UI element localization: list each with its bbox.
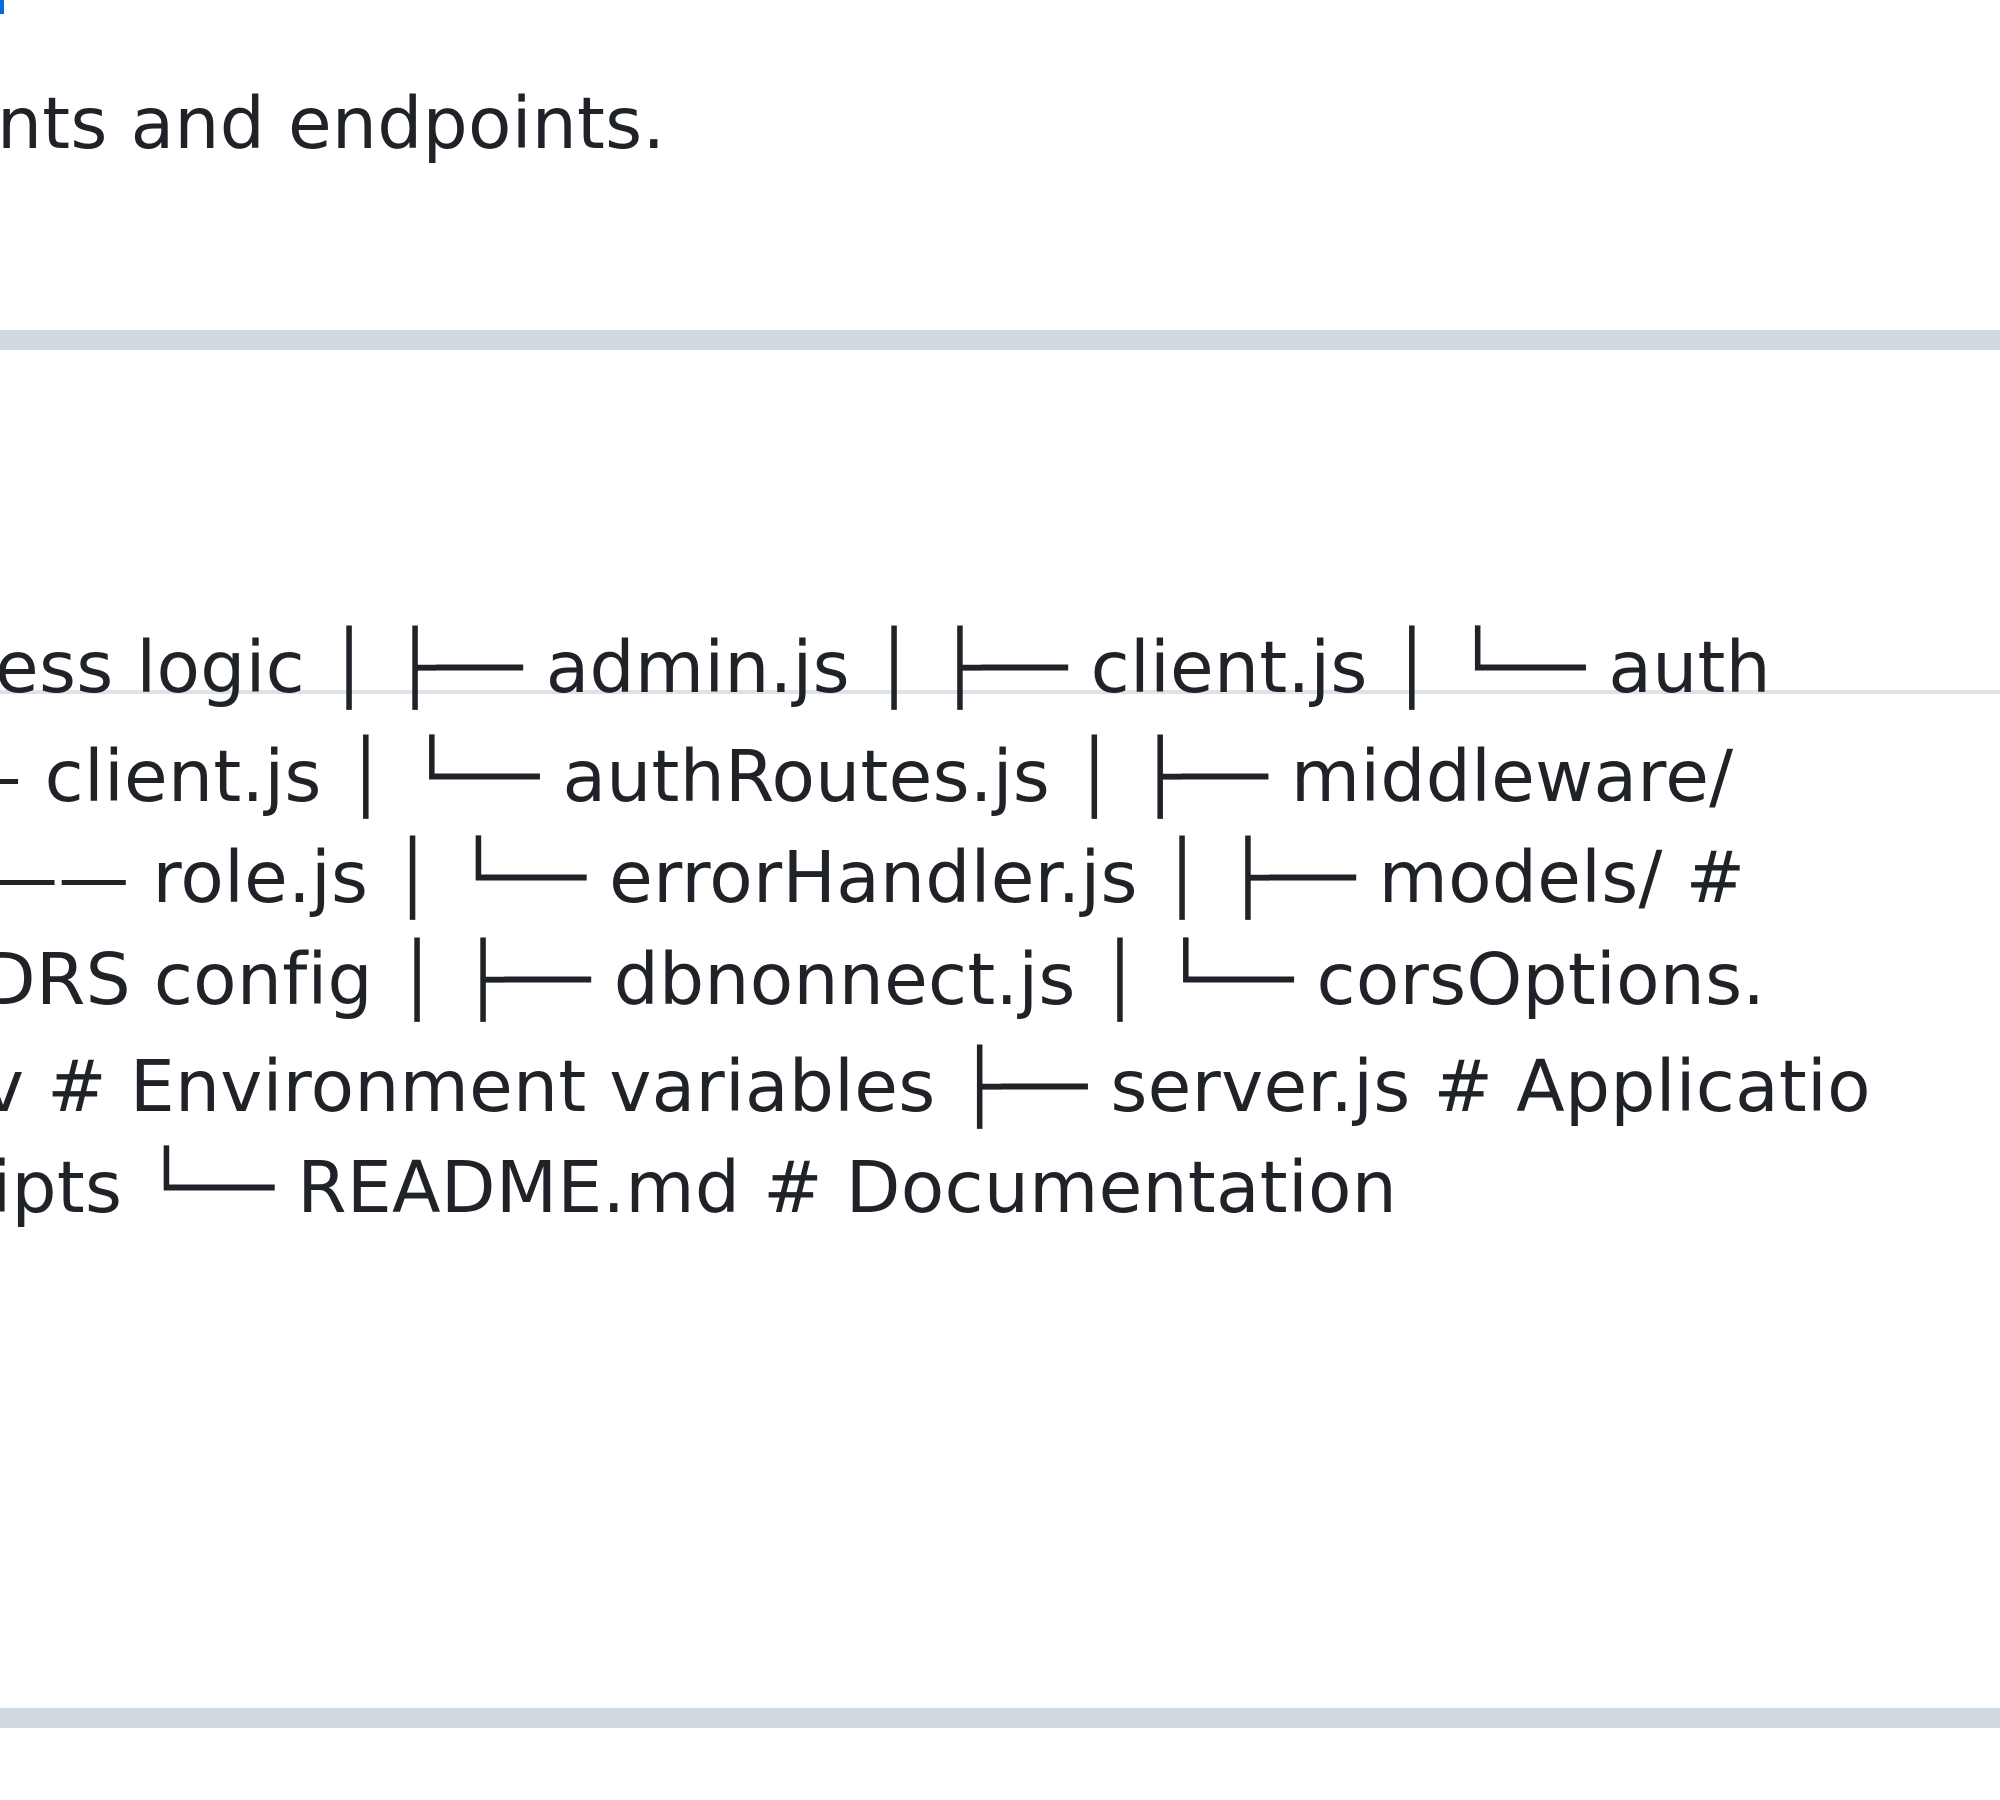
intro-text: nts and endpoints. bbox=[0, 82, 666, 165]
tree-line: – client.js │ └── authRoutes.js │ ├── mi… bbox=[0, 735, 1734, 818]
section-divider bbox=[0, 330, 2000, 350]
tree-line: v # Environment variables ├── server.js … bbox=[0, 1045, 1871, 1128]
tree-line: ess logic │ ├── admin.js │ ├── client.js… bbox=[0, 626, 1771, 709]
section-divider bbox=[0, 1708, 2000, 1728]
code-block bbox=[0, 690, 2000, 1712]
tree-line: DRS config │ ├── dbnonnect.js │ └── cors… bbox=[0, 938, 1766, 1021]
tree-line: ripts └── README.md # Documentation bbox=[0, 1146, 1398, 1229]
tree-line: —— role.js │ └── errorHandler.js │ ├── m… bbox=[0, 836, 1746, 919]
link-fragment bbox=[0, 0, 4, 14]
